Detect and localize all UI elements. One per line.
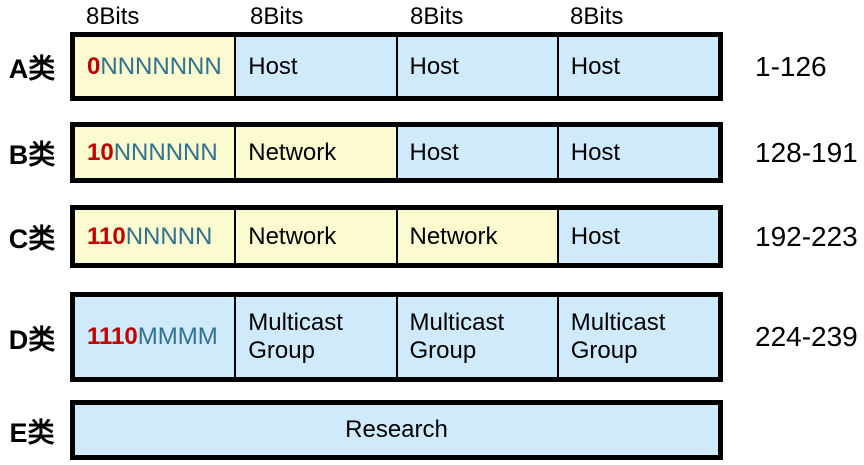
- octet-cell: Network: [234, 127, 396, 178]
- bit-prefix: 10: [87, 138, 114, 166]
- octet-cell: Host: [556, 210, 718, 263]
- bit-width-header: 8Bits 8Bits 8Bits 8Bits: [0, 0, 864, 34]
- bit-pattern: 1110MMMM: [87, 323, 218, 351]
- bit-pattern: 0NNNNNNN: [87, 53, 222, 81]
- class-row: A类 0NNNNNNN Host Host Host 1-126: [0, 32, 864, 101]
- bit-width-label: 8Bits: [86, 3, 140, 30]
- octet-cell: Host: [556, 127, 718, 178]
- cell-text: Multicast Group: [248, 309, 343, 364]
- cell-text: Host: [248, 52, 298, 80]
- octet-cell: Host: [395, 127, 557, 178]
- octet-cell: Host: [395, 37, 557, 96]
- class-row: B类 10NNNNNN Network Host Host 128-191: [0, 122, 864, 183]
- address-structure-box: 10NNNNNN Network Host Host: [70, 122, 723, 183]
- class-label: A类: [8, 54, 56, 84]
- cell-text: Network: [409, 222, 498, 250]
- class-label: D类: [8, 324, 56, 355]
- address-structure-box: 0NNNNNNN Host Host Host: [70, 32, 723, 101]
- bit-width-label: 8Bits: [570, 3, 624, 30]
- bit-prefix: 0: [87, 52, 101, 80]
- address-range: 224-239: [755, 321, 858, 352]
- bit-pattern-cell: 10NNNNNN: [75, 127, 235, 178]
- cell-text: Network: [248, 222, 337, 250]
- cell-text: Host: [409, 52, 459, 80]
- class-label: B类: [8, 140, 56, 170]
- cell-text: Research: [345, 416, 448, 444]
- cell-text: Host: [570, 138, 621, 166]
- class-row: C类 110NNNNN Network Network Host 192-223: [0, 205, 864, 268]
- cell-text: Host: [409, 138, 459, 166]
- address-structure-box: 1110MMMM Multicast Group Multicast Group Mu…: [70, 292, 723, 382]
- class-row: D类 1110MMMM Multicast Group Multicast Group…: [0, 292, 864, 382]
- address-range: 1-126: [755, 50, 827, 82]
- cell-text: Multicast Group: [570, 309, 666, 364]
- bit-letters: NNNNNNN: [100, 52, 222, 80]
- bit-letters: NNNNNN: [113, 138, 218, 166]
- bit-pattern: 110NNNNN: [87, 223, 212, 251]
- address-structure-box: 110NNNNN Network Network Host: [70, 205, 723, 268]
- cell-text: Multicast Group: [409, 309, 505, 364]
- octet-cell: Host: [234, 37, 396, 96]
- octet-cell: Multicast Group: [556, 297, 718, 377]
- class-row: E类 Research: [0, 400, 864, 460]
- cell-text: Network: [248, 138, 337, 166]
- address-range: 192-223: [755, 220, 858, 252]
- octet-cell: Research: [75, 405, 718, 455]
- bit-prefix: 110: [87, 222, 126, 250]
- address-range: 128-191: [755, 136, 858, 168]
- address-structure-box: Research: [70, 400, 723, 460]
- bit-letters: MMMM: [137, 323, 218, 351]
- bit-pattern-cell: 110NNNNN: [75, 210, 235, 263]
- class-label: C类: [8, 224, 56, 254]
- octet-cell: Multicast Group: [395, 297, 557, 377]
- bit-pattern: 10NNNNNN: [87, 139, 218, 167]
- cell-text: Host: [570, 52, 621, 80]
- octet-cell: Network: [234, 210, 396, 263]
- bit-pattern-cell: 1110MMMM: [75, 297, 235, 377]
- octet-cell: Host: [556, 37, 718, 96]
- bit-letters: NNNNN: [125, 222, 213, 250]
- octet-cell: Network: [395, 210, 557, 263]
- bit-prefix: 1110: [87, 323, 138, 351]
- bit-width-label: 8Bits: [410, 3, 464, 30]
- cell-text: Host: [570, 222, 621, 250]
- bit-width-label: 8Bits: [250, 3, 304, 30]
- bit-pattern-cell: 0NNNNNNN: [75, 37, 235, 96]
- octet-cell: Multicast Group: [234, 297, 396, 377]
- class-label: E类: [9, 417, 55, 448]
